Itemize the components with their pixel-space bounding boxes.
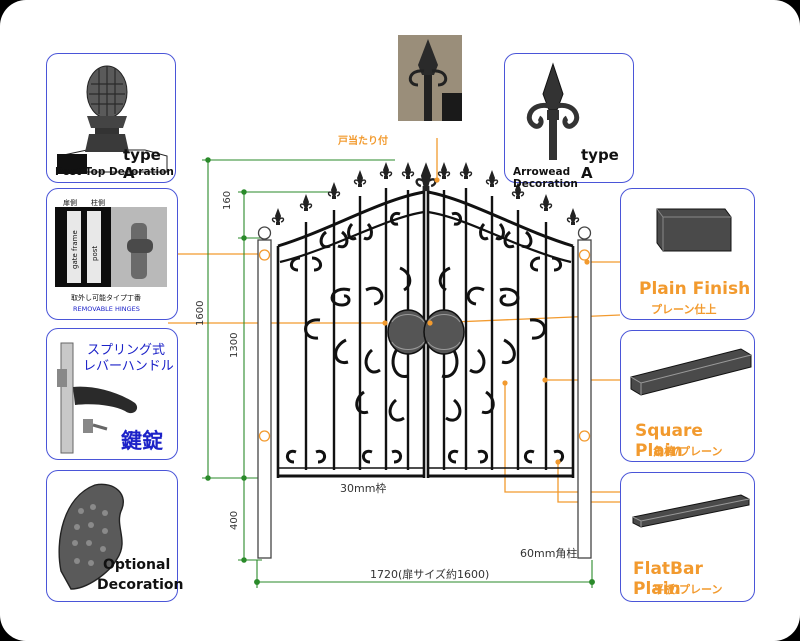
post-top-type: type A <box>123 146 161 182</box>
optional-decoration-card: Optional Decoration <box>46 470 183 602</box>
optional-line2: Decoration <box>97 577 184 593</box>
lock-handle-image <box>57 342 138 454</box>
hinge-caption-jp: 取外し可能タイプ丁番 <box>71 294 141 302</box>
square-plain-title: Square Plain <box>635 421 703 461</box>
lock-spring-text: スプリング式 <box>87 343 166 358</box>
arrowhead-card: type A Arrowead Decoration <box>504 53 634 190</box>
hinge-caption-en: REMOVABLE HINGES <box>73 305 140 313</box>
dim-1300: 1300 <box>229 332 240 358</box>
flatbar-plain-title: FlatBar Plain <box>633 559 703 599</box>
flatbar-plain-card: FlatBar Plain 平板/プレーン <box>620 472 755 602</box>
hinge-post-text: post <box>91 245 99 261</box>
lock-plates <box>387 309 465 355</box>
square-plain-sub: 角棒/プレーン <box>653 445 723 458</box>
dim-1600: 1600 <box>195 300 206 326</box>
post-top-finial-image <box>57 65 168 174</box>
hinge-side-post: 柱側 <box>91 199 105 207</box>
doorstop-photo <box>398 35 462 121</box>
optional-line1: Optional <box>103 557 171 573</box>
posts <box>257 226 592 559</box>
square-plain-bar-image <box>630 348 752 396</box>
hinge-knuckle <box>127 239 153 253</box>
lock-lever-text: レバーハンドル <box>83 359 174 374</box>
hinge-photo-dark <box>55 207 111 287</box>
post-size-label: 60mm角柱 <box>520 547 578 560</box>
frame-size-label: 30mm枠 <box>340 482 387 495</box>
lock-big-text: 鍵錠 <box>121 429 163 453</box>
arrowhead-caption: Arrowead Decoration <box>513 166 578 190</box>
hinge-frame-text: gate frame <box>71 230 79 269</box>
hinge-post-bar <box>87 211 101 283</box>
dimension-lines <box>202 157 595 588</box>
hinge-frame-bar <box>67 211 81 283</box>
plain-finish-sub: プレーン仕上 <box>651 303 717 316</box>
dim-400: 400 <box>229 510 240 530</box>
dim-160: 160 <box>222 190 233 210</box>
plain-finish-card: Plain Finish プレーン仕上 <box>620 188 755 320</box>
post-top-card: type A Post Top Decoration <box>46 53 176 183</box>
hinges-card: gate frame post 扉側 柱側 取外し可能タイプ丁番 REMOVAB… <box>46 188 178 320</box>
doorstop-label: 戸当たり付 <box>338 136 388 147</box>
plain-finish-title: Plain Finish <box>639 279 751 299</box>
post-top-caption: Post Top Decoration <box>55 166 174 178</box>
flatbar-plain-bar-image <box>632 494 750 528</box>
arrowhead-image <box>526 62 580 160</box>
optional-decoration-image <box>58 483 124 590</box>
callout-dots <box>382 177 590 465</box>
lock-card: スプリング式 レバーハンドル 鍵錠 <box>46 328 178 460</box>
width-label: 1720(扉サイズ約1600) <box>370 568 490 581</box>
pickets <box>304 188 548 470</box>
square-plain-card: Square Plain 角棒/プレーン <box>620 330 755 462</box>
arrowhead-type: type A <box>581 146 619 182</box>
flatbar-plain-sub: 平板/プレーン <box>653 583 723 596</box>
hinge-side-door: 扉側 <box>63 199 77 207</box>
plain-finish-bar-image <box>656 208 732 252</box>
